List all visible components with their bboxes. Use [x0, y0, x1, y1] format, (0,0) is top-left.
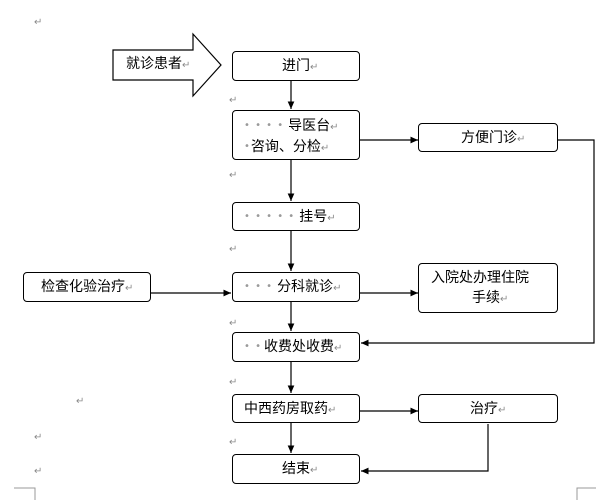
paragraph-mark: ↵ [34, 17, 43, 28]
paragraph-mark: ↵ [34, 466, 43, 477]
paragraph-mark: ↵ [229, 95, 238, 106]
node-admission: 入院处办理住院 手续↵ [418, 263, 558, 313]
patient-block-arrow [112, 32, 222, 98]
node-end: 结束↵ [232, 454, 360, 484]
node-cashier: • •收费处收费↵ [232, 332, 360, 362]
page-corner-mark [14, 487, 36, 500]
paragraph-mark: ↵ [76, 396, 85, 407]
node-consult: • • •分科就诊↵ [232, 272, 360, 302]
node-exam: 检查化验治疗↵ [23, 272, 151, 302]
paragraph-mark: ↵ [229, 244, 238, 255]
paragraph-mark: ↵ [229, 437, 238, 448]
paragraph-mark: ↵ [229, 170, 238, 181]
paragraph-mark: ↵ [229, 318, 238, 329]
paragraph-mark: ↵ [229, 377, 238, 388]
node-outpatient: 方便门诊↵ [418, 123, 558, 152]
arrow-treatment-to-end [361, 424, 489, 475]
node-treatment: 治疗↵ [418, 394, 558, 423]
paragraph-mark: ↵ [34, 432, 43, 443]
node-register: • • • • •挂号↵ [232, 202, 360, 231]
node-enter: 进门↵ [232, 51, 360, 81]
arrow-outpatient-to-cashier [361, 139, 595, 347]
node-guide-desk: • • • •导医台↵ •咨询、分检↵ [232, 110, 360, 160]
page-corner-mark [576, 487, 596, 500]
node-pharmacy: 中西药房取药↵ [232, 394, 360, 423]
patient-label: 就诊患者↵ [126, 56, 191, 72]
